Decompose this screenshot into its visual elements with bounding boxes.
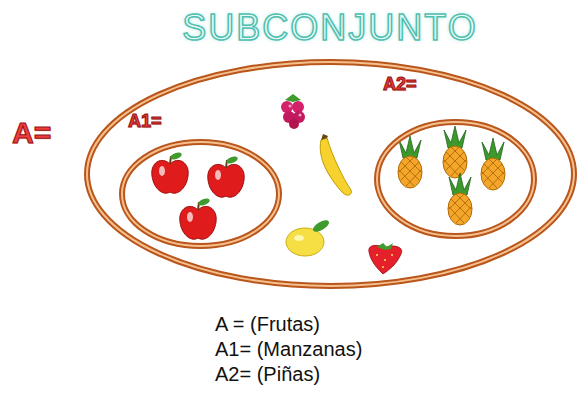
subset-ellipse: A2=	[373, 118, 538, 240]
ellipse-border	[377, 122, 534, 236]
banana-icon-part	[320, 138, 351, 195]
apple-group-part	[152, 151, 188, 193]
ellipse-border	[87, 62, 574, 286]
lemon-icon-part	[286, 228, 324, 256]
strawberry-icon-part	[376, 254, 378, 256]
apple-group-part	[208, 155, 244, 197]
definition-note: A2= (Piñas)	[215, 362, 320, 386]
raspberry-icon	[281, 94, 305, 129]
raspberry-icon-part	[289, 105, 292, 108]
ellipse-outline	[118, 138, 283, 250]
strawberry-icon-part	[377, 243, 393, 250]
raspberry-icon-part	[285, 94, 301, 102]
pineapple-group-part	[481, 138, 505, 190]
raspberry-icon-part	[281, 101, 293, 113]
definition-note: A1= (Manzanas)	[215, 337, 362, 361]
ellipse-border	[122, 142, 279, 246]
set-name: A=	[12, 116, 51, 151]
set-ellipse: A=A1=A2=	[83, 58, 578, 290]
pineapple-group	[398, 126, 505, 225]
ellipse-border-highlight	[87, 62, 574, 286]
lemon-icon-part	[311, 218, 331, 234]
strawberry-icon-part	[391, 254, 393, 256]
set-name: A1=	[128, 111, 162, 132]
strawberry-icon	[369, 243, 402, 274]
banana-icon-part	[321, 134, 328, 140]
pineapple-group-part	[443, 126, 467, 178]
definition-note: A = (Frutas)	[215, 312, 320, 336]
lemon-icon-part	[294, 235, 304, 241]
strawberry-icon-part	[382, 266, 384, 268]
apple-group	[152, 151, 244, 239]
lemon-icon	[286, 218, 331, 256]
apple-group-part	[180, 197, 216, 239]
diagram-title: SUBCONJUNTO	[182, 8, 477, 48]
ellipse-outline	[83, 58, 578, 290]
strawberry-icon-part	[384, 259, 386, 261]
subset-ellipse: A1=	[118, 138, 283, 250]
raspberry-icon-part	[299, 114, 302, 117]
set-name: A2=	[383, 74, 417, 95]
banana-icon	[320, 134, 351, 195]
ellipse-border-highlight	[377, 122, 534, 236]
ellipse-outline	[373, 118, 538, 240]
raspberry-icon-part	[289, 119, 299, 129]
ellipse-border-highlight	[122, 142, 279, 246]
pineapple-group-part	[398, 136, 422, 188]
pineapple-group-part	[448, 173, 472, 225]
